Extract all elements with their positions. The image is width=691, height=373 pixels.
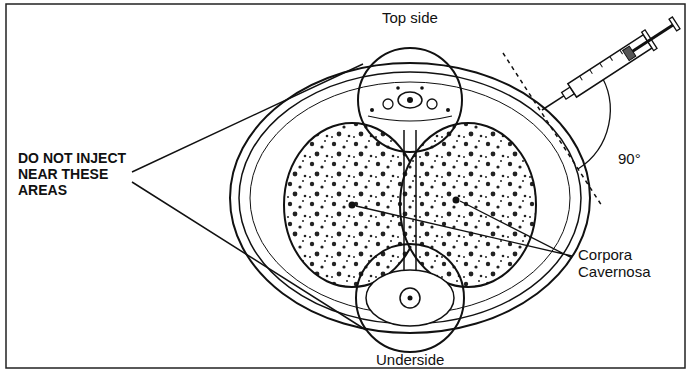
part-label: Corpora Cavernosa [578, 246, 670, 281]
side-label: Top side [382, 9, 438, 26]
syringe [536, 14, 682, 120]
side-label: Underside [376, 351, 444, 368]
angle-label: 90° [618, 150, 641, 167]
warning-label: DO NOT INJECT NEAR THESE AREAS [18, 150, 128, 198]
